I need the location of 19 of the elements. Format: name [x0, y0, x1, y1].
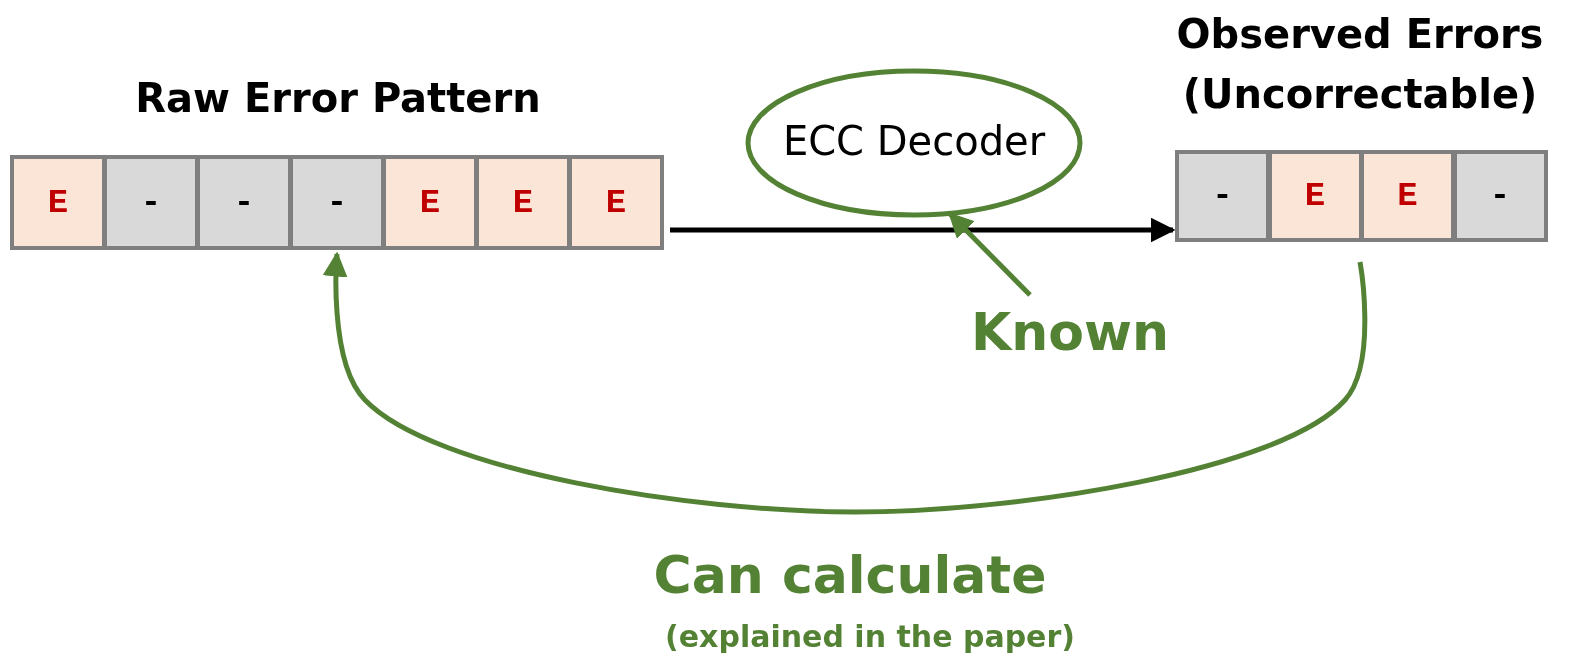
bit-cell: E [382, 155, 478, 250]
bit-cell: E [475, 155, 571, 250]
note-text: (explained in the paper) [664, 618, 1076, 656]
bit-cell: - [196, 155, 292, 250]
row-heading: Observed Errors (Uncorrectable) [1175, 10, 1545, 119]
arrow [670, 217, 1176, 243]
row-heading: Raw Error Pattern [134, 74, 542, 123]
bit-cell: E [1360, 150, 1455, 242]
annotation-text: Known [969, 301, 1171, 364]
bit-cell: E [568, 155, 664, 250]
decoder-label: ECC Decoder [781, 117, 1047, 166]
bit-cell: - [1452, 150, 1548, 242]
annotation-text: Can calculate [652, 544, 1048, 607]
bit-cell: E [10, 155, 106, 250]
bit-cell: - [1175, 150, 1270, 242]
bit-cell: - [289, 155, 385, 250]
bit-cell: - [103, 155, 199, 250]
leader-arrow [948, 212, 1032, 297]
bit-cell: E [1267, 150, 1363, 242]
